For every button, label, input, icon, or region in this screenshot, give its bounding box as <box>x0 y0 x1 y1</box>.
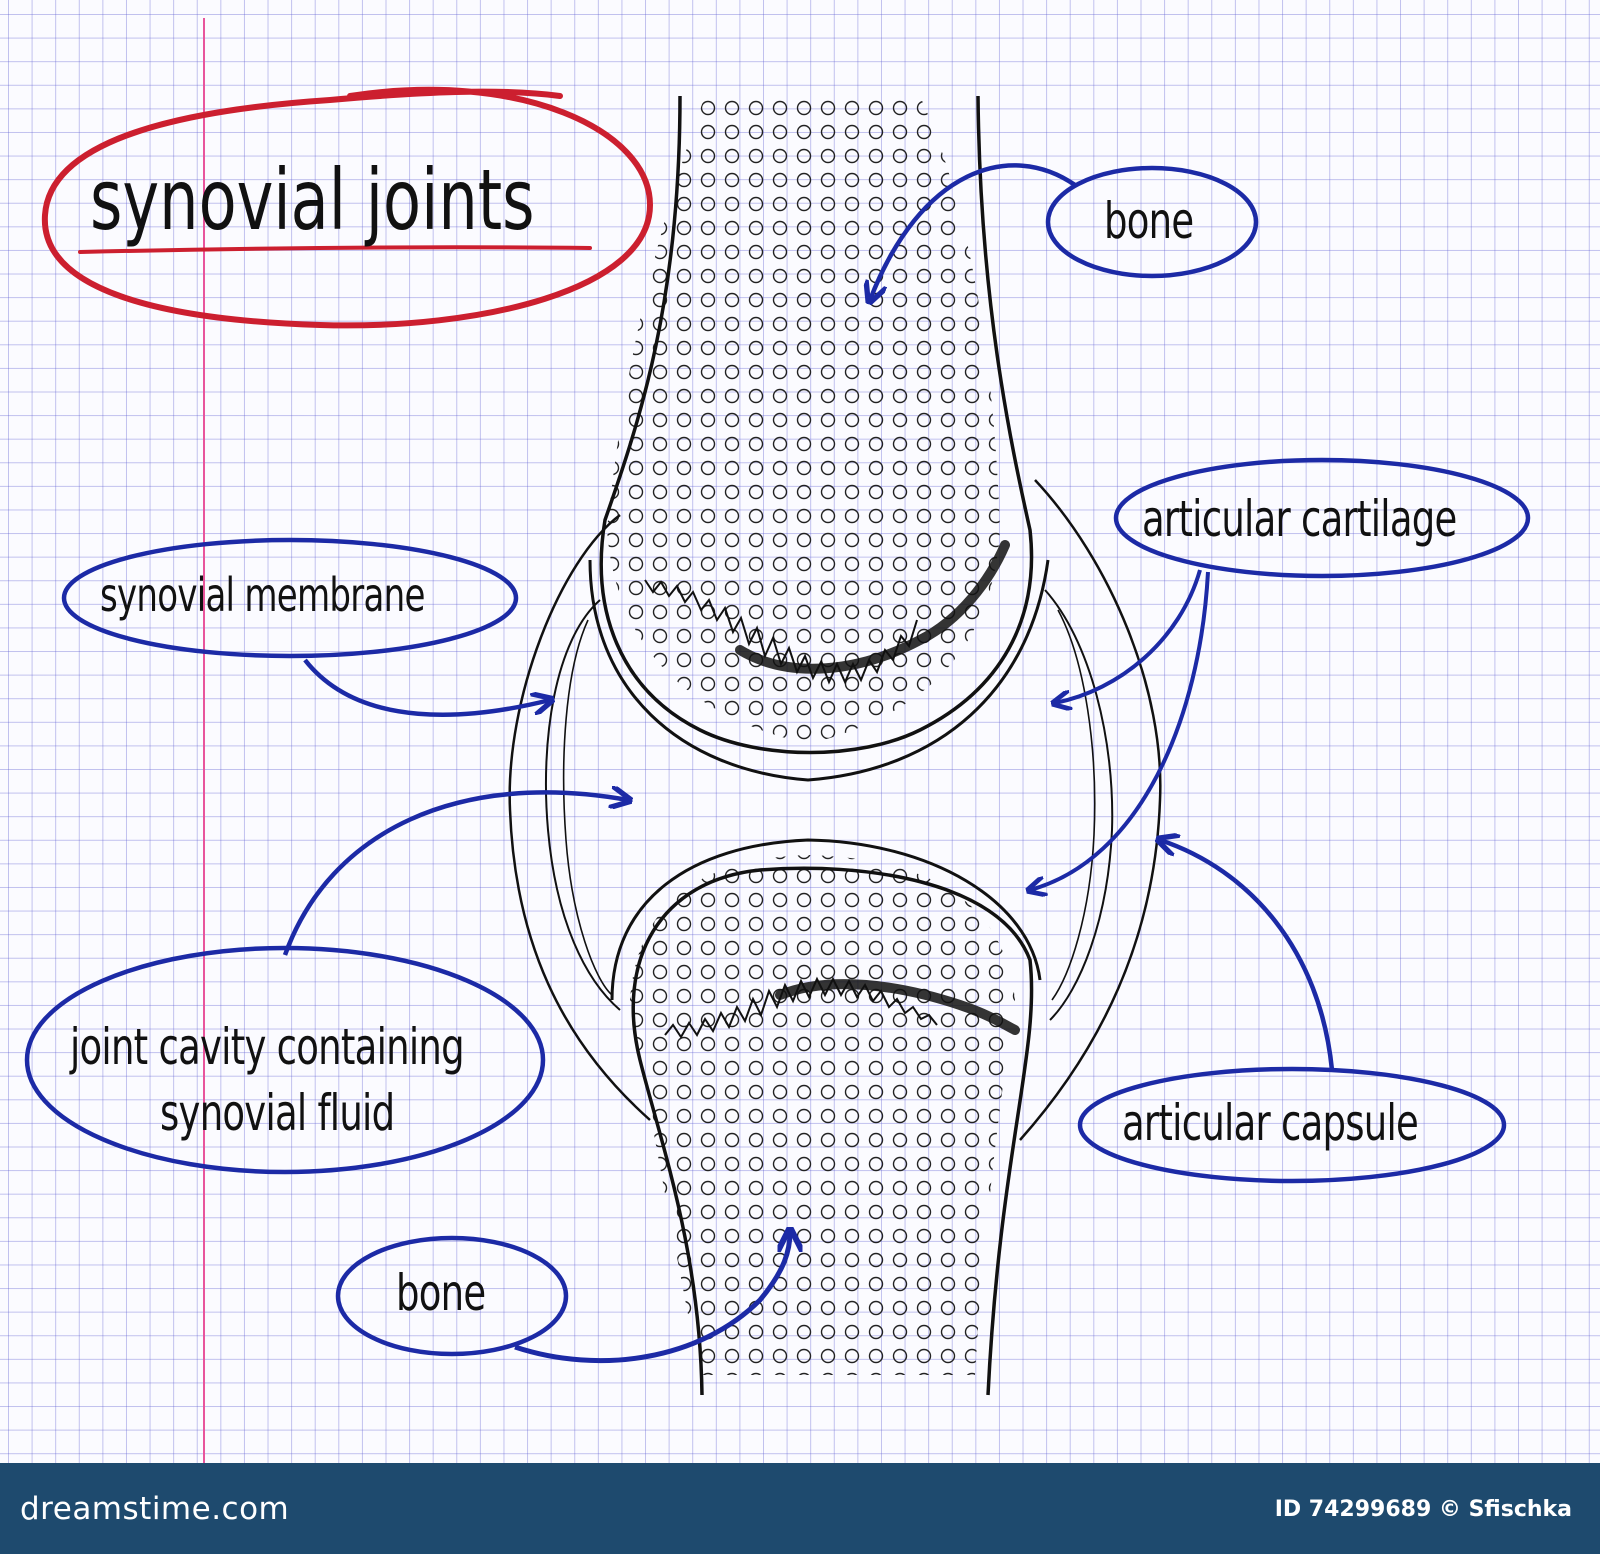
margin-line <box>203 18 205 1463</box>
footer-bar: dreamstime.com ID 74299689 © Sfischka <box>0 1463 1600 1554</box>
capsule-inner-left <box>544 599 621 1011</box>
arrow-articular-capsule <box>1160 840 1335 1071</box>
upper-articular-cartilage <box>588 559 1050 782</box>
capsule-outer-right <box>1019 479 1162 1141</box>
label-joint-cavity-line1: joint cavity containing <box>70 1018 465 1076</box>
label-articular-cartilage: articular cartilage <box>1142 490 1457 548</box>
label-joint-cavity-line2: synovial fluid <box>160 1084 395 1142</box>
label-synovial-membrane: synovial membrane <box>100 568 425 622</box>
lower-growth-plate-dark <box>775 979 1020 1035</box>
arrow-synovial-membrane <box>303 658 550 717</box>
label-articular-capsule: articular capsule <box>1122 1094 1419 1152</box>
arrow-cartilage-to-upper <box>1055 569 1202 703</box>
upper-growth-plate-dark <box>735 540 1010 674</box>
title-ellipse <box>41 86 654 329</box>
articular-capsule-callout-ellipse <box>1077 1066 1507 1184</box>
bone-bottom-callout-ellipse <box>335 1235 569 1357</box>
capsule-innermost-left <box>562 619 613 996</box>
bone-top-callout-ellipse <box>1045 165 1259 279</box>
capsule-inner-right <box>1044 589 1114 1021</box>
joint-diagram <box>24 86 1531 1396</box>
upper-bone-spongy-fill <box>607 96 1000 744</box>
footer-site-logo[interactable]: dreamstime.com <box>20 1491 290 1527</box>
synovial-membrane-callout-ellipse <box>61 537 519 659</box>
capsule-innermost-right <box>1051 609 1096 1001</box>
label-bone-bottom: bone <box>396 1264 486 1322</box>
title-underline <box>78 245 592 254</box>
label-bone-top: bone <box>1104 192 1194 250</box>
lower-bone-outline <box>631 866 1034 1396</box>
arrow-bone-top <box>870 163 1077 300</box>
lower-bone-spongy-fill <box>630 855 1015 1375</box>
arrow-bone-bottom <box>514 1232 790 1363</box>
joint-cavity-callout-ellipse <box>24 945 546 1175</box>
articular-cartilage-callout-ellipse <box>1113 457 1531 579</box>
lower-growth-plate-scribble <box>664 976 938 1039</box>
page-title: synovial joints <box>90 151 535 249</box>
arrow-joint-cavity <box>282 792 628 956</box>
lower-articular-cartilage <box>610 838 1042 1001</box>
arrow-cartilage-to-lower <box>1030 571 1210 890</box>
upper-bone-outline <box>599 95 1034 755</box>
footer-image-id: ID 74299689 © Sfischka <box>1274 1497 1572 1522</box>
capsule-outer-left <box>508 514 651 1121</box>
